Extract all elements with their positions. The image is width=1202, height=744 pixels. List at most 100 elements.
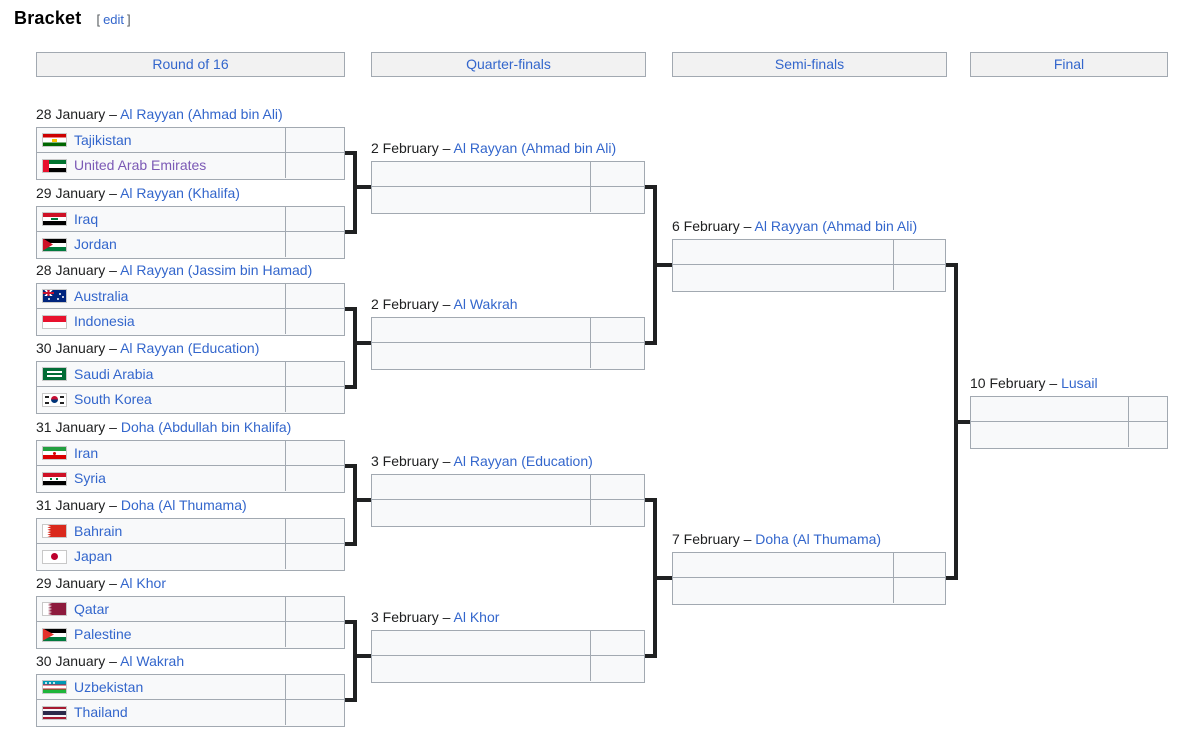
team-row: Japan [37,544,344,569]
team-flag-icon [42,392,67,407]
team-link[interactable]: Indonesia [74,313,135,329]
team-link[interactable]: Uzbekistan [74,678,144,695]
venue-link[interactable]: Al Rayyan (Ahmad bin Ali) [453,140,617,156]
round-header-final: Final [970,52,1168,77]
match-box [970,396,1168,449]
team-row [372,475,644,500]
team-row [971,422,1167,447]
date-venue-separator: – [105,575,121,591]
edit-bracket-close: ] [127,12,131,27]
match-date-line: 30 January – Al Rayyan (Education) [36,339,259,357]
date-venue-separator: – [105,653,121,669]
match-date-text: 31 January [36,497,106,513]
team-link[interactable]: Syria [74,470,106,486]
match-date-text: 29 January [36,575,106,591]
team-flag-icon [42,446,67,460]
match-date-text: 3 February [371,453,439,469]
match-box [672,552,946,605]
match-date-line: 29 January – Al Khor [36,574,166,592]
match-date-line: 31 January – Doha (Abdullah bin Khalifa) [36,418,291,436]
match-date-text: 7 February [672,531,740,547]
venue-link[interactable]: Al Rayyan (Khalifa) [120,185,240,201]
team-link[interactable]: Tajikistan [74,131,132,148]
bracket-connector-line [645,654,657,658]
date-venue-separator: – [1045,375,1062,391]
bracket-connector-line [345,385,357,389]
team-link[interactable]: Saudi Arabia [74,365,154,382]
team-link[interactable]: Bahrain [74,522,123,539]
match-date-line: 10 February – Lusail [970,374,1098,392]
edit-bracket-open: [ [96,12,101,27]
team-flag-icon [42,549,67,564]
team-link[interactable]: Thailand [74,704,128,720]
date-venue-separator: – [105,106,121,122]
venue-link[interactable]: Al Rayyan (Education) [120,340,260,356]
date-venue-separator: – [739,218,755,234]
team-row [372,187,644,212]
team-link[interactable]: Iran [74,444,99,461]
venue-link[interactable]: Al Rayyan (Ahmad bin Ali) [120,106,283,122]
venue-link[interactable]: Lusail [1061,375,1098,391]
venue-link[interactable]: Al Rayyan (Ahmad bin Ali) [754,218,918,234]
team-row: South Korea [37,387,344,412]
venue-link[interactable]: Al Khor [120,575,166,591]
team-row: Australia [37,284,344,309]
team-link[interactable]: South Korea [74,391,152,407]
venue-link[interactable]: Al Khor [453,609,500,625]
date-venue-separator: – [438,296,454,312]
score-cell [285,597,344,621]
bracket-connector-line [353,341,371,345]
score-cell [590,343,644,368]
team-row: Iran [37,441,344,466]
team-row: Palestine [37,622,344,647]
page-title: Bracket [14,8,82,28]
match-date-text: 10 February [970,375,1046,391]
round-header-round-of-16: Round of 16 [36,52,345,77]
team-link[interactable]: Palestine [74,626,132,642]
team-row [673,240,945,265]
team-flag-icon [42,705,67,720]
date-venue-separator: – [438,140,454,156]
score-cell [285,700,344,725]
bracket-connector-line [345,464,357,468]
bracket-connector-line [345,698,357,702]
score-cell [1128,422,1167,447]
venue-link[interactable]: Al Wakrah [453,296,518,312]
bracket-connector-line [353,620,357,702]
team-row: Jordan [37,232,344,257]
score-cell [590,162,644,186]
bracket-connector-line [353,498,371,502]
team-link[interactable]: Japan [74,548,113,564]
match-box [371,474,645,527]
bracket-connector-line [345,307,357,311]
venue-link[interactable]: Doha (Abdullah bin Khalifa) [120,419,292,435]
match-date-text: 28 January [36,262,106,278]
team-row: Syria [37,466,344,491]
match-date-line: 6 February – Al Rayyan (Ahmad bin Ali) [672,217,917,235]
match-box: Iraq Jordan [36,206,345,259]
bracket-connector-line [345,542,357,546]
team-flag-icon [42,289,67,303]
venue-link[interactable]: Al Wakrah [120,653,185,669]
team-link[interactable]: Qatar [74,600,110,617]
venue-link[interactable]: Al Rayyan (Jassim bin Hamad) [120,262,313,278]
score-cell [590,187,644,212]
score-cell [285,466,344,491]
match-date-line: 29 January – Al Rayyan (Khalifa) [36,184,240,202]
bracket-connector-line [645,498,657,502]
team-link[interactable]: Iraq [74,210,99,227]
team-flag-icon [42,471,67,486]
date-venue-separator: – [105,262,121,278]
venue-link[interactable]: Doha (Al Thumama) [120,497,247,513]
score-cell [285,232,344,257]
date-venue-separator: – [105,185,121,201]
team-link[interactable]: Australia [74,287,129,304]
team-link[interactable]: United Arab Emirates [74,157,207,173]
venue-link[interactable]: Doha (Al Thumama) [755,531,882,547]
date-venue-separator: – [739,531,756,547]
bracket-connector-line [353,151,357,234]
team-link[interactable]: Jordan [74,236,117,252]
edit-link[interactable]: edit [103,12,125,27]
round-header-semi-finals: Semi-finals [672,52,947,77]
venue-link[interactable]: Al Rayyan (Education) [453,453,593,469]
